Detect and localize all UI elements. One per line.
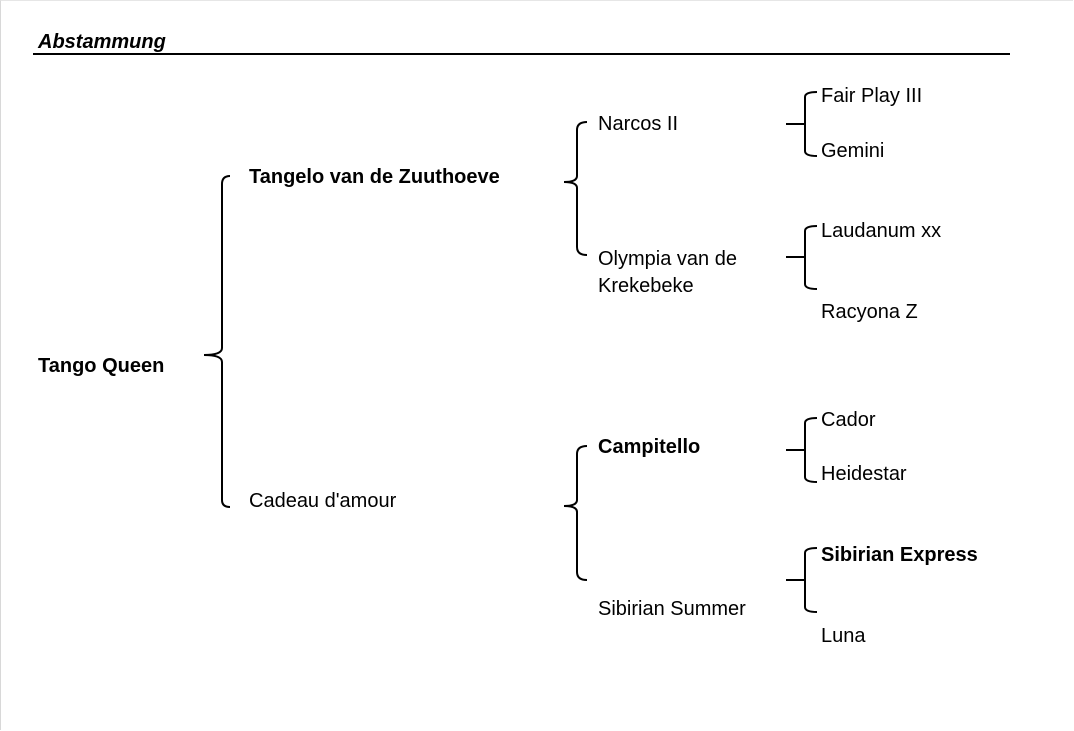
brace-gen3-1	[786, 91, 818, 157]
sire-dam-sire-name: Laudanum xx	[821, 220, 942, 242]
title-underline	[33, 53, 1010, 55]
dam-dam-dam-name: Luna	[821, 625, 866, 647]
sire-dam-dam-name: Racyona Z	[821, 301, 918, 323]
dam-sire-name: Campitello	[598, 436, 701, 458]
brace-gen3-2	[786, 225, 818, 290]
dam-sire-sire-name: Cador	[821, 409, 876, 431]
sire-dam-name: Olympia van de Krekebeke	[598, 248, 737, 297]
sire-sire-name: Narcos II	[598, 113, 679, 135]
brace-gen3-4	[786, 547, 818, 613]
section-title: Abstammung	[38, 31, 166, 53]
dam-name: Cadeau d'amour	[249, 490, 397, 512]
sire-sire-sire-name: Fair Play III	[821, 85, 923, 107]
sire-name: Tangelo van de Zuuthoeve	[249, 166, 500, 188]
sire-sire-dam-name: Gemini	[821, 140, 885, 162]
brace-gen2-sire	[563, 121, 588, 256]
brace-gen1	[203, 175, 231, 508]
dam-dam-name: Sibirian Summer	[598, 598, 746, 620]
brace-gen2-dam	[563, 445, 588, 581]
dam-sire-dam-name: Heidestar	[821, 463, 907, 485]
brace-gen3-3	[786, 417, 818, 483]
subject-name: Tango Queen	[38, 355, 165, 377]
dam-dam-sire-name: Sibirian Express	[821, 544, 978, 566]
